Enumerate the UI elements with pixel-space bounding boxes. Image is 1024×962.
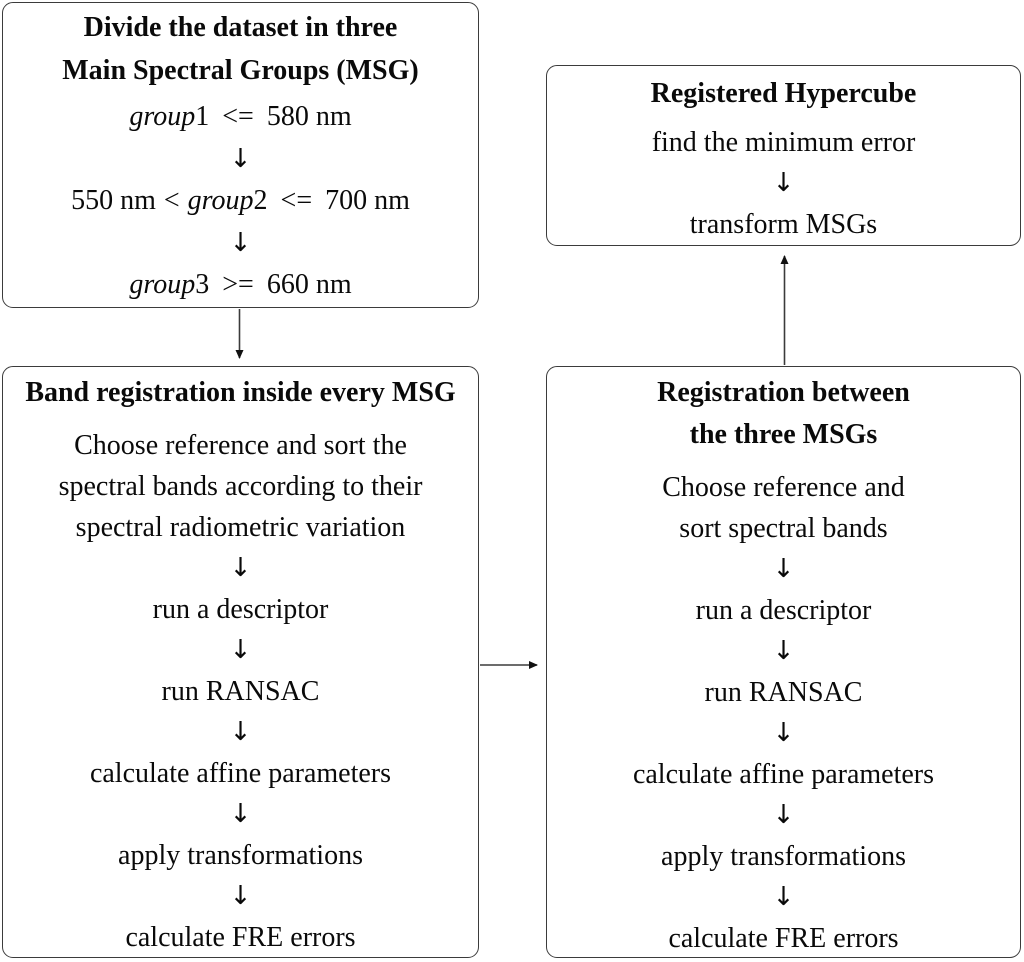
group1-condition: group1 <= 580 nm: [3, 96, 478, 138]
group-variable: group: [129, 101, 196, 132]
step-text-line: Choose reference and: [662, 472, 905, 503]
step-text: run a descriptor: [695, 595, 872, 626]
group-variable: group: [187, 185, 254, 216]
step-text: calculate FRE errors: [125, 922, 356, 953]
step-text-line: Choose reference and sort the: [74, 430, 407, 461]
group-variable: group: [129, 269, 196, 300]
step-text: apply transformations: [118, 840, 363, 871]
step-text: calculate affine parameters: [89, 758, 392, 789]
spacer: [547, 456, 1020, 467]
comparison-operator: <: [163, 185, 180, 216]
down-arrow-icon: ↓: [229, 881, 252, 911]
down-arrow-icon: ↓: [229, 553, 252, 583]
down-arrow-icon: ↓: [772, 168, 795, 198]
band-registration-box: Band registration inside every MSG Choos…: [2, 366, 479, 958]
registered-hypercube-box: Registered Hypercube find the minimum er…: [546, 65, 1021, 246]
wavelength-value: 580 nm: [266, 101, 352, 132]
box-title-line: Main Spectral Groups (MSG): [62, 55, 419, 86]
box-title: Band registration inside every MSG: [25, 377, 456, 408]
step-text: calculate affine parameters: [632, 759, 935, 790]
down-arrow-icon: ↓: [772, 718, 795, 748]
step-text: run RANSAC: [161, 676, 320, 707]
registration-between-box: Registration between the three MSGs Choo…: [546, 366, 1021, 958]
wavelength-value: 550 nm: [71, 185, 156, 216]
wavelength-value: 700 nm: [325, 185, 410, 216]
step-text: calculate FRE errors: [668, 923, 899, 954]
down-arrow-icon: ↓: [772, 882, 795, 912]
wavelength-value: 660 nm: [266, 269, 352, 300]
comparison-operator: <=: [280, 185, 313, 216]
comparison-operator: <=: [222, 101, 254, 132]
down-arrow-icon: ↓: [229, 228, 252, 258]
down-arrow-icon: ↓: [229, 799, 252, 829]
box-title-line: the three MSGs: [689, 419, 878, 450]
box-title: Registered Hypercube: [650, 78, 917, 109]
down-arrow-icon: ↓: [229, 144, 252, 174]
group-number: 2: [253, 185, 268, 216]
group3-condition: group3 >= 660 nm: [3, 264, 478, 306]
down-arrow-icon: ↓: [772, 554, 795, 584]
step-text: run a descriptor: [152, 594, 329, 625]
group2-condition: 550 nm<group2 <= 700 nm: [3, 180, 478, 222]
box-title-line: Registration between: [657, 377, 910, 408]
down-arrow-icon: ↓: [229, 717, 252, 747]
divide-dataset-box: Divide the dataset in three Main Spectra…: [2, 2, 479, 308]
step-text-line: spectral radiometric variation: [75, 512, 406, 543]
down-arrow-icon: ↓: [229, 635, 252, 665]
step-text-line: spectral bands according to their: [58, 471, 423, 502]
step-text-line: sort spectral bands: [679, 513, 888, 544]
step-text: find the minimum error: [651, 127, 916, 158]
comparison-operator: >=: [222, 269, 254, 300]
step-text: transform MSGs: [689, 209, 878, 240]
down-arrow-icon: ↓: [772, 800, 795, 830]
step-text: apply transformations: [661, 841, 906, 872]
group-number: 1: [195, 101, 210, 132]
step-text: run RANSAC: [704, 677, 863, 708]
group-number: 3: [195, 269, 210, 300]
box-title-line: Divide the dataset in three: [83, 12, 398, 43]
down-arrow-icon: ↓: [772, 636, 795, 666]
spacer: [3, 414, 478, 425]
